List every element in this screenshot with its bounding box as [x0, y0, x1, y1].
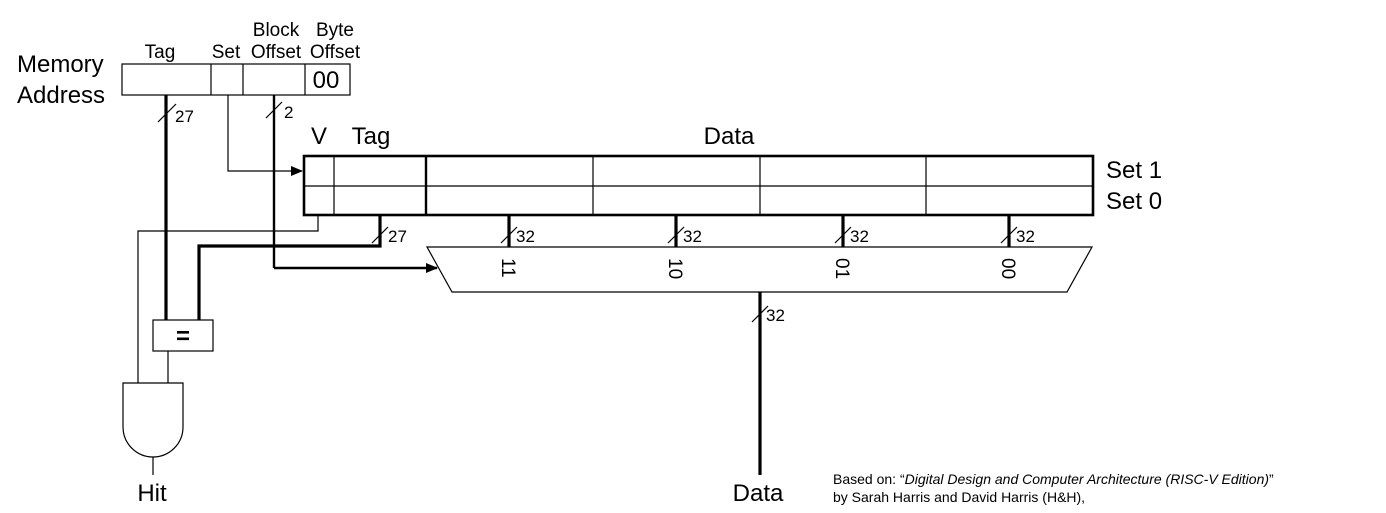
word0-bus	[1000, 215, 1018, 247]
stored-tag-bus-width-label: 27	[388, 227, 407, 246]
valid-bit-wire	[137, 215, 319, 383]
cache-header-tag: Tag	[352, 123, 391, 150]
word0-bus-width-label: 32	[1016, 227, 1035, 246]
field-set-label: Set	[212, 42, 241, 63]
book-title: Digital Design and Computer Architecture…	[904, 471, 1270, 487]
mux-input-01: 01	[831, 258, 852, 279]
word3-bus-width-label: 32	[516, 227, 535, 246]
tag-comparator	[152, 319, 214, 352]
stored-tag-bus	[197, 215, 389, 320]
set0-label: Set 0	[1106, 188, 1162, 215]
word3-bus	[500, 215, 518, 247]
attribution-line2: by Sarah Harris and David Harris (H&H),	[833, 489, 1086, 505]
set-select-wire	[227, 95, 303, 176]
block-offset-bus	[265, 95, 438, 273]
mux-input-00: 00	[997, 258, 1018, 279]
word1-bus	[834, 215, 852, 247]
word2-bus	[667, 215, 685, 247]
word-multiplexer	[425, 246, 1094, 293]
hit-and-gate	[122, 382, 184, 458]
data-output-label: Data	[733, 480, 784, 507]
byte-offset-value: 00	[313, 67, 340, 94]
address-register	[121, 63, 351, 96]
cache-header-v: V	[311, 123, 327, 150]
word1-bus-width-label: 32	[850, 227, 869, 246]
memory-address-label-line2: Address	[17, 82, 105, 109]
field-tag-label: Tag	[145, 42, 176, 63]
attribution-note: Based on: “Digital Design and Computer A…	[833, 470, 1274, 506]
tag-bus	[157, 95, 177, 320]
tag-bus-width-label: 27	[175, 107, 194, 126]
mux-input-10: 10	[664, 258, 685, 279]
attribution-line1: Based on: “Digital Design and Computer A…	[833, 471, 1274, 487]
field-block-offset-label-line2: Offset	[251, 42, 302, 63]
field-block-offset-label-line1: Block	[253, 20, 300, 41]
comparator-symbol: =	[176, 323, 190, 350]
word2-bus-width-label: 32	[683, 227, 702, 246]
field-byte-offset-label-line1: Byte	[316, 20, 354, 41]
memory-address-label-line1: Memory	[17, 51, 104, 78]
cache-array	[302, 154, 1095, 217]
block-offset-bus-width-label: 2	[284, 103, 293, 122]
mux-input-11: 11	[497, 258, 518, 278]
hit-output-label: Hit	[137, 480, 167, 507]
field-byte-offset-label-line2: Offset	[310, 42, 361, 63]
cache-header-data: Data	[704, 123, 755, 150]
set1-label: Set 1	[1106, 157, 1162, 184]
data-output-bus-width-label: 32	[766, 306, 785, 325]
data-output-bus	[751, 292, 769, 475]
